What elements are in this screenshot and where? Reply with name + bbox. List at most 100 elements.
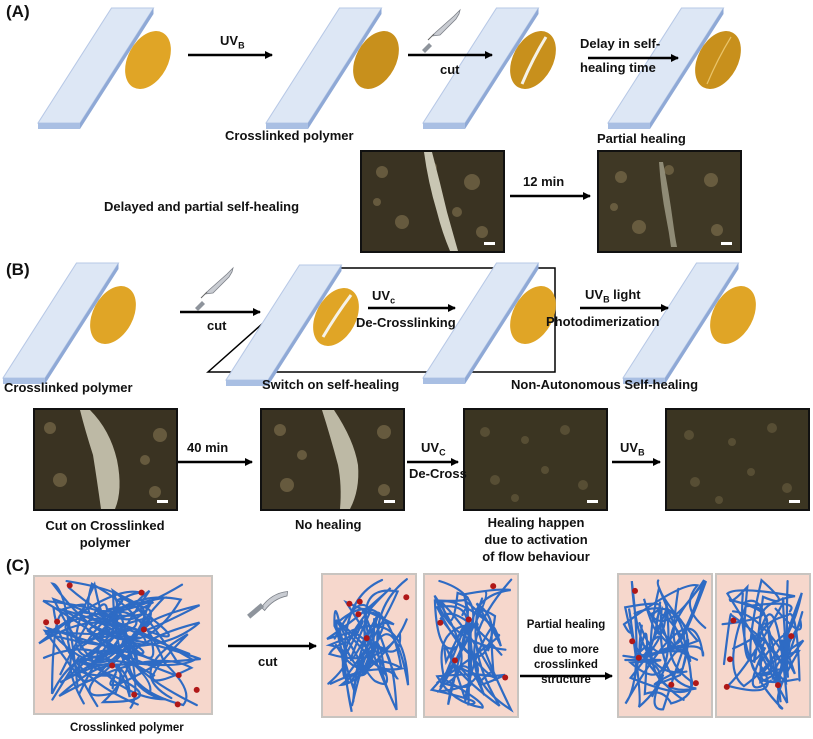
network-cut-left (321, 573, 417, 718)
network-svg (617, 573, 713, 718)
crosslink-dot (346, 600, 353, 607)
caption-b-crosslinked: Crosslinked polymer (4, 380, 133, 395)
slide-b1 (2, 262, 136, 385)
slide-b3 (422, 262, 556, 385)
micro-a-arrow-label: 12 min (523, 174, 565, 189)
arrow-b-decrosslinking-label: De-Crosslinking (356, 315, 456, 330)
caption-b-switch: Switch on self-healing (262, 377, 400, 392)
uv-sub: B (638, 447, 645, 458)
crosslink-dot (43, 619, 50, 626)
crosslink-dot (490, 583, 497, 590)
uv-sub: B (603, 294, 610, 305)
panel-c-label: (C) (6, 556, 30, 575)
crosslink-dot (775, 682, 781, 689)
micro-b-cut (33, 408, 178, 511)
caption-line: due to activation (484, 532, 588, 547)
caption-line: polymer (79, 535, 131, 550)
arrow-c-partial-label: Partial healing due to more crosslinked … (513, 618, 619, 688)
caption-line: Healing happen (487, 515, 585, 530)
uv-text: UV (421, 440, 440, 455)
slide-a4 (607, 7, 741, 130)
uv-sub: C (439, 447, 446, 458)
network-healed-left (617, 573, 713, 718)
crosslink-dot (175, 672, 182, 679)
arrow-b-uvc-label: UVc (372, 288, 395, 306)
scalpel-icon (194, 267, 234, 312)
crosslink-dot (356, 598, 363, 605)
crosslink-dot (437, 619, 444, 626)
polymer-strand (44, 587, 170, 709)
caption-line: due to more (533, 644, 599, 656)
micro-a-cut (360, 150, 505, 253)
caption-line: crosslinked (534, 659, 598, 671)
crosslink-dot (502, 674, 509, 681)
crosslink-dot (635, 654, 642, 661)
caption-a-partial: Partial healing (597, 131, 686, 146)
polymer-strand (433, 591, 501, 707)
uv-sub: c (390, 295, 396, 306)
caption-line: of flow behaviour (482, 549, 590, 564)
network-svg (715, 573, 811, 718)
crosslink-dot (452, 657, 458, 664)
arrow-b-cut-label: cut (207, 318, 227, 333)
crosslink-dot (66, 582, 73, 589)
crosslink-dot (692, 680, 699, 687)
crosslink-dot (54, 618, 61, 625)
crosslink-dot (788, 633, 795, 640)
crosslink-dot (363, 635, 370, 642)
polymer-strand (336, 599, 403, 703)
polymer-strand (42, 582, 154, 682)
crosslink-dot (629, 638, 636, 645)
uv-text: UV (585, 287, 604, 302)
polymer-strand (38, 590, 177, 666)
polymer-strand (327, 578, 408, 713)
polymer-strand (329, 578, 408, 711)
polymer-strand (725, 589, 803, 685)
arrow-c-cut-label: cut (258, 654, 278, 669)
uv-text: UV (620, 440, 639, 455)
polymer-strand (429, 579, 501, 706)
crosslink-dot (193, 686, 200, 693)
arrow-a-delay-label: Delay in self- healing time (580, 36, 660, 76)
caption-a-crosslinked: Crosslinked polymer (225, 128, 354, 143)
slide-a2 (265, 7, 399, 130)
polymer-strand (439, 602, 503, 679)
scalpel-icon (421, 9, 461, 54)
polymer-strand (722, 592, 801, 710)
network-cut-right (423, 573, 519, 718)
crosslink-dot (730, 617, 737, 624)
polymer-strand (333, 589, 400, 696)
network-svg (423, 573, 519, 718)
crosslink-dot (668, 681, 675, 688)
polymer-strand (728, 583, 804, 689)
micro-b-caption3: Healing happen due to activation of flow… (455, 514, 617, 565)
network-healed-right (715, 573, 811, 718)
micro-a-partial (597, 150, 742, 253)
network-svg (33, 575, 213, 715)
crosslink-dot (403, 594, 410, 601)
crosslink-dot (355, 611, 362, 618)
micro-b-healing (463, 408, 608, 511)
micro-b-caption1: Cut on Crosslinked polymer (10, 517, 200, 551)
arrow-a-uvb-label: UVB (220, 33, 245, 51)
caption-line: Partial healing (526, 619, 606, 631)
caption-line: structure (541, 674, 591, 686)
micro-b-caption2: No healing (295, 517, 362, 532)
network-crosslinked (33, 575, 213, 715)
panel-b-label: (B) (6, 260, 30, 279)
caption-c-crosslinked: Crosslinked polymer (70, 722, 184, 734)
panel-a-label: (A) (6, 2, 30, 21)
polymer-strand (628, 579, 700, 698)
crosslink-dot (131, 691, 138, 698)
caption-a-delayed: Delayed and partial self-healing (104, 199, 300, 214)
micro-b-arrow2-label: UVC (421, 440, 446, 458)
polymer-strand (725, 580, 791, 692)
caption-line: Cut on Crosslinked (45, 518, 165, 533)
polymer-strand (624, 580, 705, 705)
micro-b-arrow2-label2: De-Cross (409, 466, 467, 481)
polymer-strand (624, 579, 706, 676)
micro-b-uvb (665, 408, 810, 511)
micro-b-arrow1-label: 40 min (187, 440, 229, 455)
slide-b2 (225, 264, 359, 387)
